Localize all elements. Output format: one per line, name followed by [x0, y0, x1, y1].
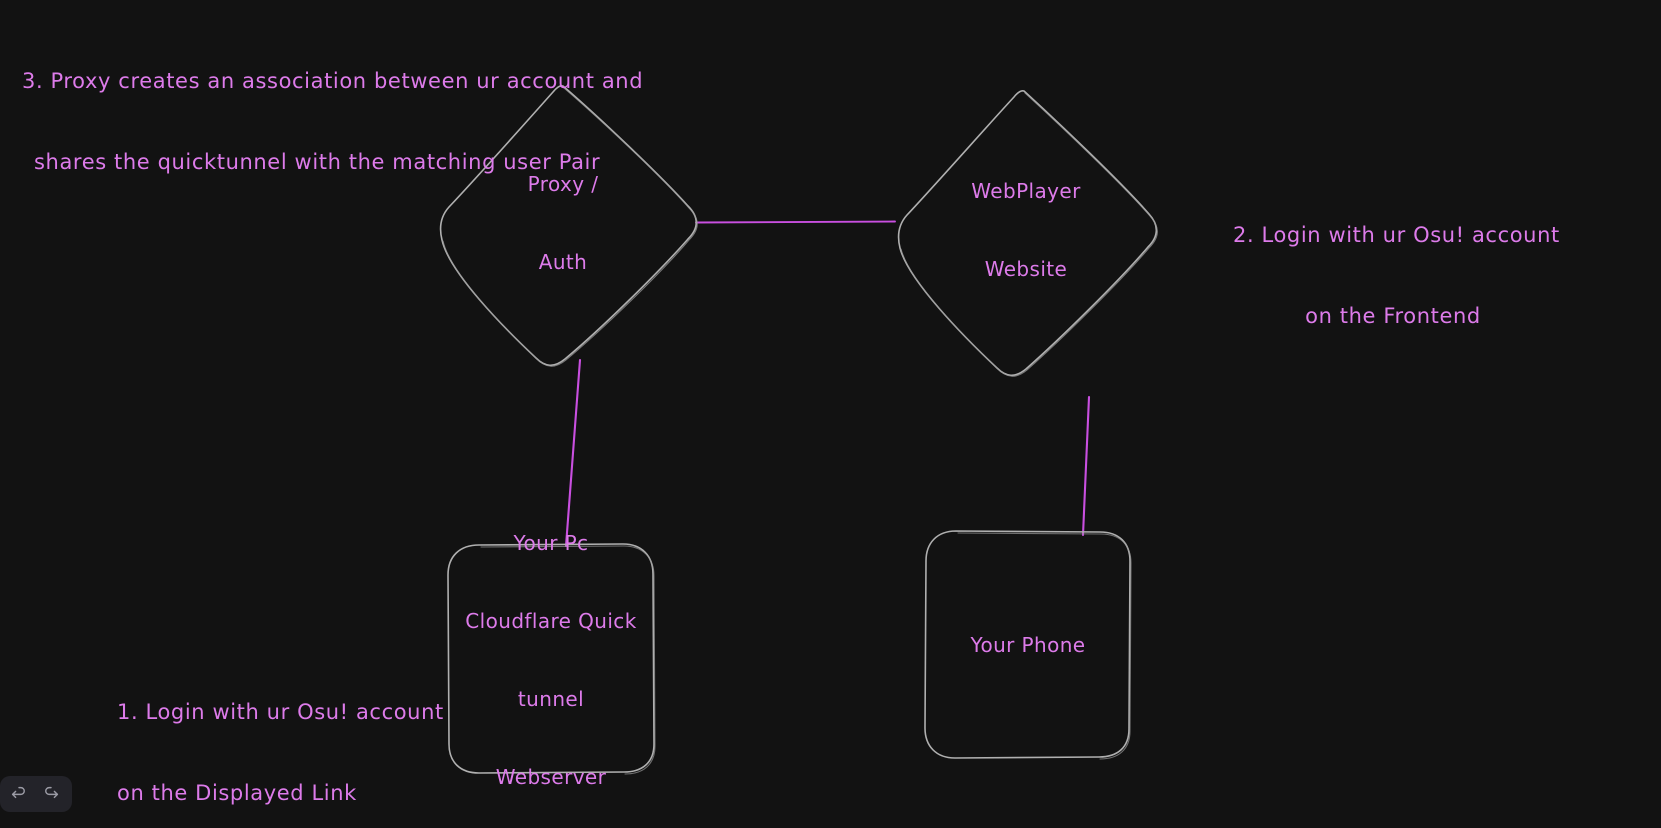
- node-webplayer-website-line-1: WebPlayer: [971, 179, 1081, 203]
- node-proxy-auth-label[interactable]: Proxy / Auth: [528, 119, 599, 327]
- node-proxy-auth-line-2: Auth: [538, 250, 588, 274]
- node-your-phone-label[interactable]: Your Phone: [970, 580, 1085, 710]
- node-proxy-auth-line-1: Proxy /: [527, 172, 599, 196]
- edge-proxy-to-webplayer[interactable]: [695, 220, 896, 224]
- annotation-step-3-line-2: shares the quicktunnel with the matching…: [34, 150, 601, 174]
- edge-webplayer-to-your-phone[interactable]: [1081, 395, 1091, 537]
- node-your-phone-line-1: Your Phone: [970, 633, 1086, 657]
- annotation-step-2-line-1: 2. Login with ur Osu! account: [1233, 223, 1560, 247]
- node-your-pc-line-1: Your Pc: [513, 531, 589, 555]
- undo-button[interactable]: [4, 780, 34, 808]
- annotation-step-2-line-2: on the Frontend: [1305, 304, 1481, 328]
- node-webplayer-website-label[interactable]: WebPlayer Website: [971, 126, 1080, 334]
- node-your-pc-line-4: Webserver: [495, 765, 607, 789]
- node-your-pc-line-2: Cloudflare Quick: [465, 609, 637, 633]
- annotation-step-2[interactable]: 2. Login with ur Osu! account on the Fro…: [1233, 168, 1560, 384]
- annotation-step-3[interactable]: 3. Proxy creates an association between …: [22, 14, 643, 230]
- redo-arrow-icon: [42, 785, 60, 803]
- redo-button[interactable]: [36, 780, 66, 808]
- annotation-step-1[interactable]: 1. Login with ur Osu! account on the Dis…: [117, 645, 444, 828]
- node-your-pc-line-3: tunnel: [517, 687, 585, 711]
- history-island: [0, 776, 72, 812]
- annotation-step-3-line-1: 3. Proxy creates an association between …: [22, 69, 644, 93]
- undo-arrow-icon: [10, 785, 28, 803]
- node-your-pc-label[interactable]: Your Pc Cloudflare Quick tunnel Webserve…: [465, 478, 636, 828]
- node-webplayer-website-line-2: Website: [984, 257, 1068, 281]
- annotation-step-1-line-2: on the Displayed Link: [117, 781, 357, 805]
- annotation-step-1-line-1: 1. Login with ur Osu! account: [117, 700, 444, 724]
